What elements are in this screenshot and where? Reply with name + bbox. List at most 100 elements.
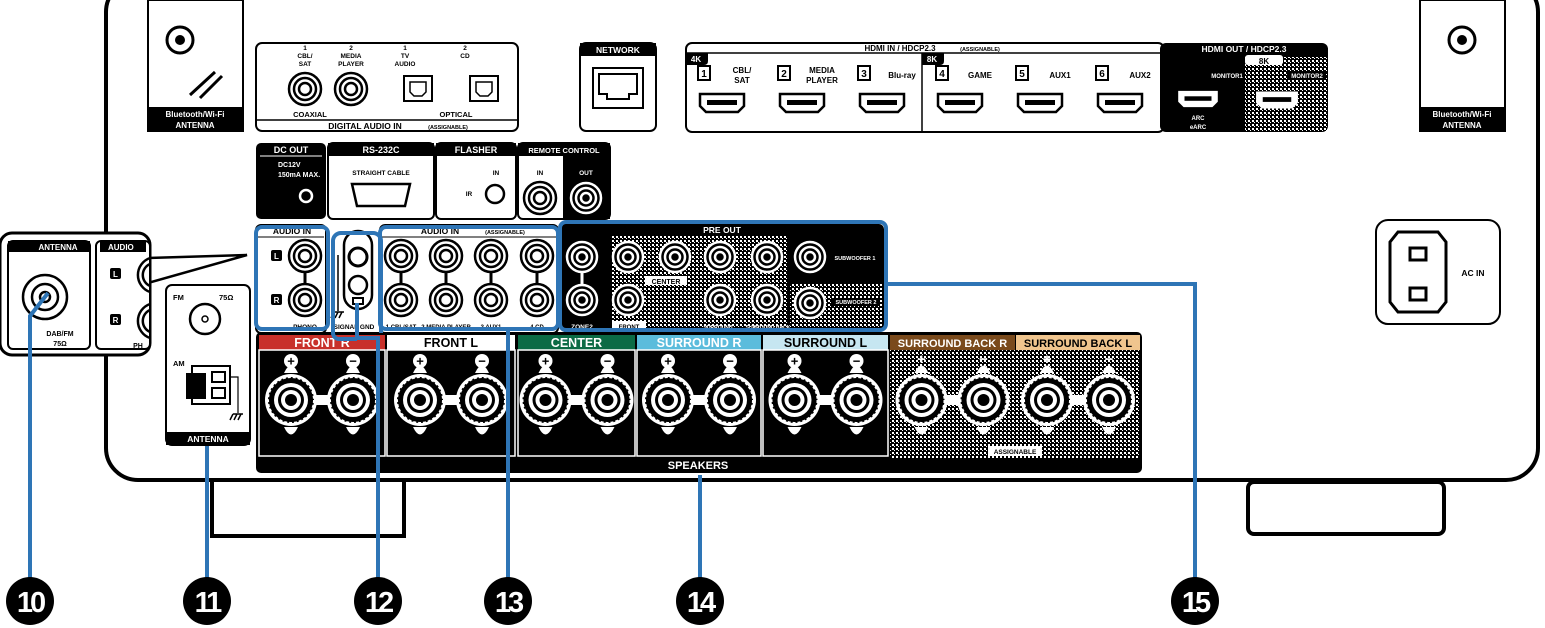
speaker-terminal-surround-back-l[interactable]: SURROUND BACK L+−: [1016, 335, 1140, 436]
pre-out-jack[interactable]: [750, 240, 784, 274]
callout-number: 14: [687, 587, 716, 619]
optical-jack-2[interactable]: [469, 75, 499, 102]
zone2-jack-bottom[interactable]: [565, 283, 599, 317]
fm-antenna-jack[interactable]: [188, 302, 222, 336]
audio-in-phono-panel: AUDIO IN L R PHONO: [255, 224, 327, 334]
minus-icon: −: [604, 354, 612, 369]
plus-icon: +: [791, 354, 799, 369]
am-antenna-terminal[interactable]: [186, 365, 243, 421]
zone2-jack-top[interactable]: [565, 240, 599, 274]
callout-number: 13: [495, 587, 524, 619]
svg-text:2: 2: [463, 45, 467, 52]
port-name: AUX2: [1129, 71, 1151, 80]
svg-text:AC IN: AC IN: [1461, 268, 1484, 278]
svg-text:STRAIGHT CABLE: STRAIGHT CABLE: [352, 170, 410, 177]
port-number: 4: [939, 69, 945, 80]
callout-inset: ANTENNA DAB/FM 75Ω AUDIO L R PH: [0, 231, 248, 357]
svg-text:MONITOR1: MONITOR1: [1211, 74, 1243, 80]
svg-text:2: 2: [349, 45, 353, 52]
callout-12: 12: [354, 577, 402, 625]
speakers-title: SPEAKERS: [668, 460, 729, 472]
remote-out-jack[interactable]: [569, 181, 603, 215]
port-number: 6: [1099, 69, 1105, 80]
svg-text:DAB/FM: DAB/FM: [46, 331, 73, 338]
bt-label-2: ANTENNA: [175, 121, 214, 130]
svg-text:AUDIO: AUDIO: [108, 243, 134, 252]
minus-icon: −: [853, 354, 861, 369]
minus-icon: −: [478, 354, 486, 369]
hdmi-out-monitor1-port[interactable]: [1178, 90, 1218, 108]
flasher-panel: FLASHER IN IR: [435, 142, 517, 220]
bt-label-1: Bluetooth/Wi-Fi: [165, 110, 224, 119]
bt-label-1: Bluetooth/Wi-Fi: [1432, 110, 1491, 119]
ac-inlet[interactable]: [1388, 230, 1448, 314]
svg-text:8K: 8K: [927, 55, 937, 64]
subwoofer-2-jack[interactable]: [793, 286, 827, 320]
svg-text:L: L: [113, 270, 118, 279]
speaker-channel-label: CENTER: [551, 336, 602, 350]
digital-audio-in-panel: 1 CBL/ SAT 2 MEDIA PLAYER 1 TV AUDIO 2 C…: [255, 42, 519, 132]
svg-text:1: 1: [403, 45, 407, 52]
speakers-panel: SPEAKERS ASSIGNABLE FRONT R+−FRONT L+−CE…: [256, 332, 1142, 473]
plus-icon: +: [416, 354, 424, 369]
remote-in-jack[interactable]: [522, 180, 558, 216]
signal-gnd-terminal[interactable]: [347, 246, 369, 268]
subwoofer-1-jack[interactable]: [793, 240, 827, 274]
speaker-terminal-surround-l[interactable]: SURROUND L + −: [762, 335, 889, 457]
svg-text:8K: 8K: [1259, 57, 1269, 66]
svg-text:OUT: OUT: [579, 170, 593, 177]
callout-number: 11: [195, 587, 223, 619]
svg-text:RS-232C: RS-232C: [362, 145, 400, 155]
svg-text:eARC: eARC: [1190, 125, 1207, 131]
callout-11: 11: [183, 577, 231, 625]
rs232c-port[interactable]: [350, 182, 412, 208]
speaker-channel-label: SURROUND L: [784, 336, 868, 350]
hdmi-out-monitor2-port[interactable]: [1256, 91, 1298, 109]
pre-out-jack[interactable]: [611, 240, 645, 274]
optical-jack-1[interactable]: [403, 75, 433, 102]
speaker-terminal-front-r[interactable]: FRONT R+−: [258, 335, 386, 457]
speaker-terminal-surround-r[interactable]: SURROUND R+−: [636, 335, 762, 457]
coaxial-jack-2[interactable]: [333, 71, 369, 107]
svg-text:SIGNAL GND: SIGNAL GND: [334, 324, 375, 331]
port-name: CBL/: [733, 66, 752, 75]
svg-text:ARC: ARC: [1192, 116, 1206, 122]
phono-r-jack[interactable]: [287, 282, 323, 318]
digital-audio-in-title: DIGITAL AUDIO IN: [328, 121, 402, 131]
pre-out-surround-jack[interactable]: [703, 283, 737, 317]
speaker-terminal-surround-back-r[interactable]: SURROUND BACK R+−: [890, 335, 1015, 436]
flasher-ir-jack[interactable]: [484, 183, 506, 205]
svg-text:AUDIO IN: AUDIO IN: [273, 226, 311, 236]
bt-antenna-left[interactable]: Bluetooth/Wi-Fi ANTENNA: [147, 0, 244, 132]
coaxial-jack-1[interactable]: [287, 71, 323, 107]
remote-control-panel: REMOTE CONTROL IN OUT: [517, 142, 611, 220]
svg-text:MEDIA: MEDIA: [341, 53, 362, 60]
port-number: 3: [861, 69, 867, 80]
callout-number: 12: [365, 587, 393, 619]
speaker-terminal-center[interactable]: CENTER+−: [517, 335, 636, 457]
svg-text:IN: IN: [537, 170, 544, 177]
hdmi-in-port-6[interactable]: 6 AUX2: [1095, 65, 1151, 114]
antenna-panel: ANTENNA FM 75Ω AM: [165, 284, 251, 446]
callout-14: 14: [676, 577, 724, 625]
dc-out-jack[interactable]: [298, 188, 314, 204]
antenna-attach-icon: [188, 70, 224, 100]
pre-out-surround-back-jack[interactable]: [750, 283, 784, 317]
ac-in-panel: AC IN: [1375, 219, 1501, 325]
pre-out-front-jack[interactable]: [611, 283, 645, 317]
pre-out-jack[interactable]: [658, 240, 692, 274]
svg-text:AUDIO IN: AUDIO IN: [421, 226, 459, 236]
bt-antenna-right[interactable]: Bluetooth/Wi-Fi ANTENNA: [1419, 0, 1506, 132]
svg-text:PH: PH: [133, 343, 143, 350]
phono-l-jack[interactable]: [287, 238, 323, 274]
svg-text:ANTENNA: ANTENNA: [38, 243, 77, 252]
svg-text:ASSIGNABLE: ASSIGNABLE: [994, 449, 1037, 456]
pre-out-jack[interactable]: [703, 240, 737, 274]
speaker-terminal-front-l[interactable]: FRONT L+−: [386, 335, 516, 457]
